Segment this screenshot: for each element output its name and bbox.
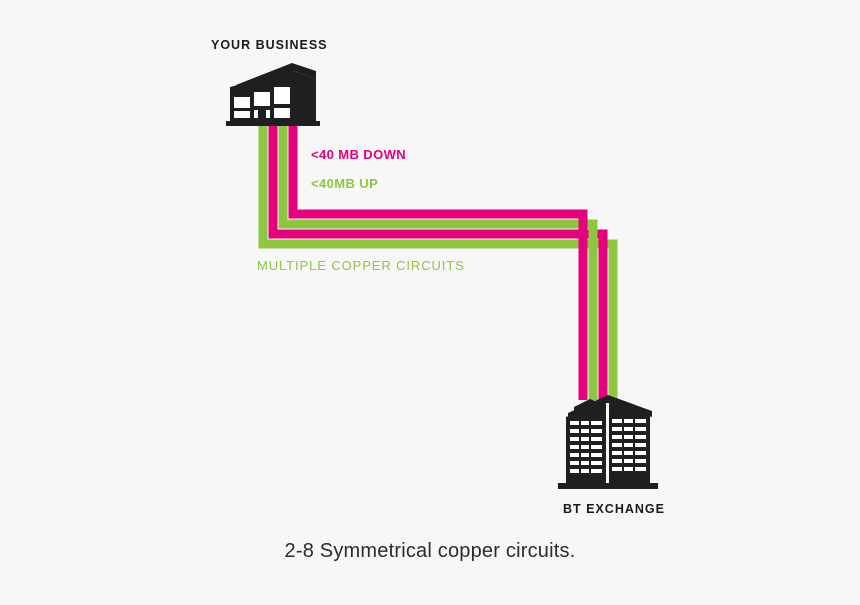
conduit-3-upstream [278, 108, 598, 400]
diagram-caption: 2-8 Symmetrical copper circuits. [284, 540, 576, 562]
conduit-1-upstream [258, 108, 618, 400]
multiple-copper-circuits-label: MULTIPLE COPPER CIRCUITS [257, 258, 465, 273]
upstream-speed-label: <40MB UP [311, 176, 379, 191]
your-business-label: YOUR BUSINESS [211, 38, 328, 52]
bt-exchange-building-icon [556, 385, 660, 495]
conduit-4-downstream [288, 108, 588, 400]
bt-exchange-label: BT EXCHANGE [563, 502, 665, 516]
your-business-building-icon [224, 57, 322, 127]
conduit-2-downstream [268, 108, 608, 400]
downstream-speed-label: <40 MB DOWN [311, 147, 407, 162]
